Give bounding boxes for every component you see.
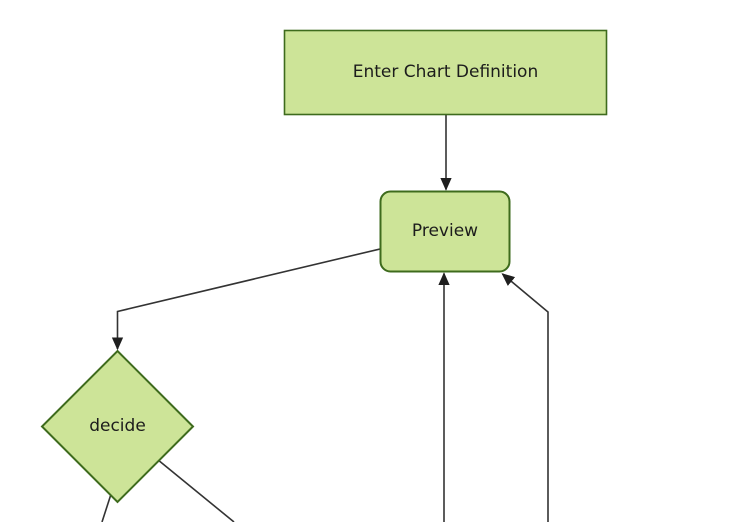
edge-preview-to-decide (111, 247, 383, 351)
node-preview-shape (379, 190, 511, 273)
node-decide-shape (40, 349, 195, 504)
edge-decide-to-offscreen-right (151, 454, 235, 522)
edge-bottom-right-to-preview (501, 273, 549, 522)
node-enter-chart-definition-shape (283, 29, 608, 116)
